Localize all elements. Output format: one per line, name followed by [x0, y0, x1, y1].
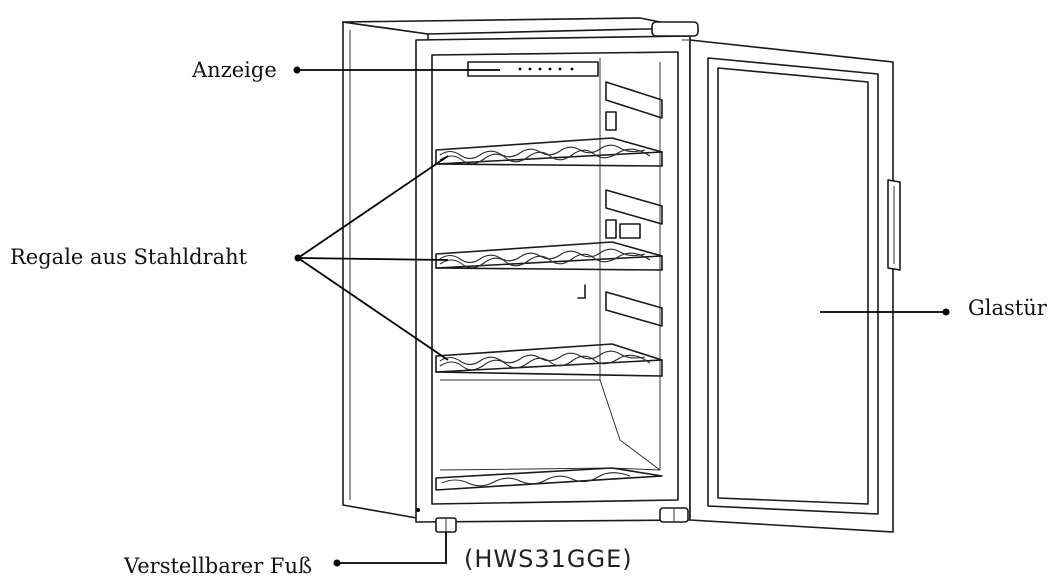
label-glass-door: Glastür — [968, 298, 1047, 319]
door-hinge-top — [652, 22, 698, 36]
label-display: Anzeige — [192, 60, 277, 81]
glass-door — [682, 40, 893, 532]
door-handle — [888, 180, 900, 270]
label-shelves: Regale aus Stahldraht — [10, 247, 247, 268]
foot-leader-line — [337, 532, 446, 563]
model-number: (HWS31GGE) — [464, 547, 633, 571]
label-adjustable-foot: Verstellbarer Fuß — [124, 556, 312, 577]
cabinet-front-frame — [416, 36, 690, 522]
